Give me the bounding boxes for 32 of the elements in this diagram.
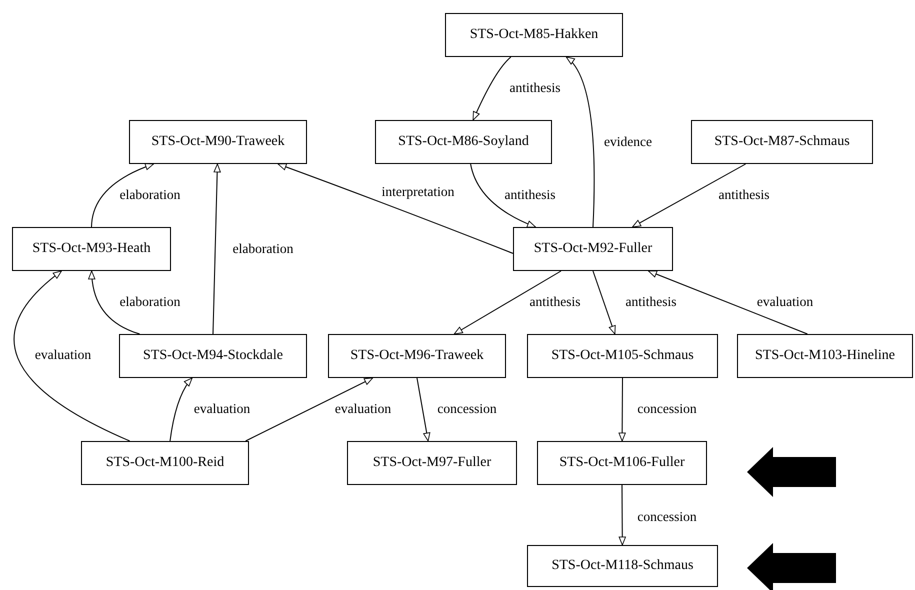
arrow <box>14 270 130 442</box>
arrow <box>592 270 616 334</box>
node-box: STS-Oct-M94-Stockdale <box>119 334 307 378</box>
edge-label: interpretation <box>380 184 456 200</box>
node-box: STS-Oct-M100-Reid <box>81 441 249 485</box>
arrow <box>618 378 626 442</box>
arrow <box>454 270 562 334</box>
node-box: STS-Oct-M87-Schmaus <box>691 120 873 164</box>
arrow <box>170 378 193 442</box>
node-box: STS-Oct-M90-Traweek <box>129 120 307 164</box>
node-box: STS-Oct-M97-Fuller <box>347 441 517 485</box>
arrow <box>88 270 140 334</box>
node-box: STS-Oct-M93-Heath <box>12 227 171 271</box>
arrow <box>416 378 430 442</box>
arrow <box>632 164 746 228</box>
arrow <box>212 164 221 334</box>
arrow <box>278 163 514 254</box>
node-box: STS-Oct-M85-Hakken <box>445 13 623 57</box>
node-box: STS-Oct-M86-Soyland <box>375 120 552 164</box>
arrow <box>566 56 595 228</box>
arrow <box>91 163 154 228</box>
node-box: STS-Oct-M105-Schmaus <box>527 334 718 378</box>
node-box: STS-Oct-M96-Traweek <box>328 334 506 378</box>
node-box: STS-Oct-M92-Fuller <box>513 227 673 271</box>
arrow <box>648 270 808 334</box>
node-box: STS-Oct-M118-Schmaus <box>527 545 718 587</box>
node-box: STS-Oct-M103-Hineline <box>737 334 913 378</box>
arrow <box>470 164 536 228</box>
arrow <box>245 378 374 442</box>
node-box: STS-Oct-M106-Fuller <box>537 441 707 485</box>
arrow <box>472 56 512 120</box>
arrow <box>618 484 626 546</box>
